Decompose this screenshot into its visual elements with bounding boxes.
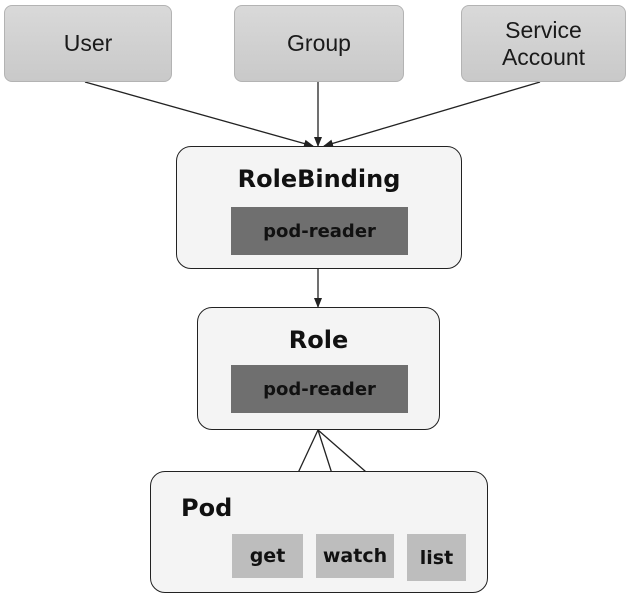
- pod-node: Pod get watch list: [150, 471, 488, 593]
- group-label: Group: [287, 30, 351, 57]
- verb-watch: watch: [316, 534, 394, 578]
- role-node: Role pod-reader: [197, 307, 440, 430]
- role-name: pod-reader: [231, 365, 408, 413]
- rolebinding-title: RoleBinding: [237, 165, 401, 193]
- service-account-label-line2: Account: [501, 43, 586, 70]
- pod-title: Pod: [181, 494, 233, 522]
- group-node: Group: [234, 5, 404, 82]
- verb-get: get: [232, 534, 303, 578]
- user-node: User: [4, 5, 172, 82]
- verb-list: list: [407, 534, 466, 581]
- rolebinding-role-ref: pod-reader: [231, 207, 408, 255]
- role-title: Role: [288, 326, 349, 354]
- rolebinding-node: RoleBinding pod-reader: [176, 146, 462, 269]
- edge-user-to-rolebinding: [84, 81, 314, 148]
- user-label: User: [63, 30, 113, 57]
- service-account-node: Service Account: [461, 5, 626, 82]
- service-account-label-line1: Service: [505, 17, 582, 44]
- edge-serviceaccount-to-rolebinding: [323, 81, 541, 148]
